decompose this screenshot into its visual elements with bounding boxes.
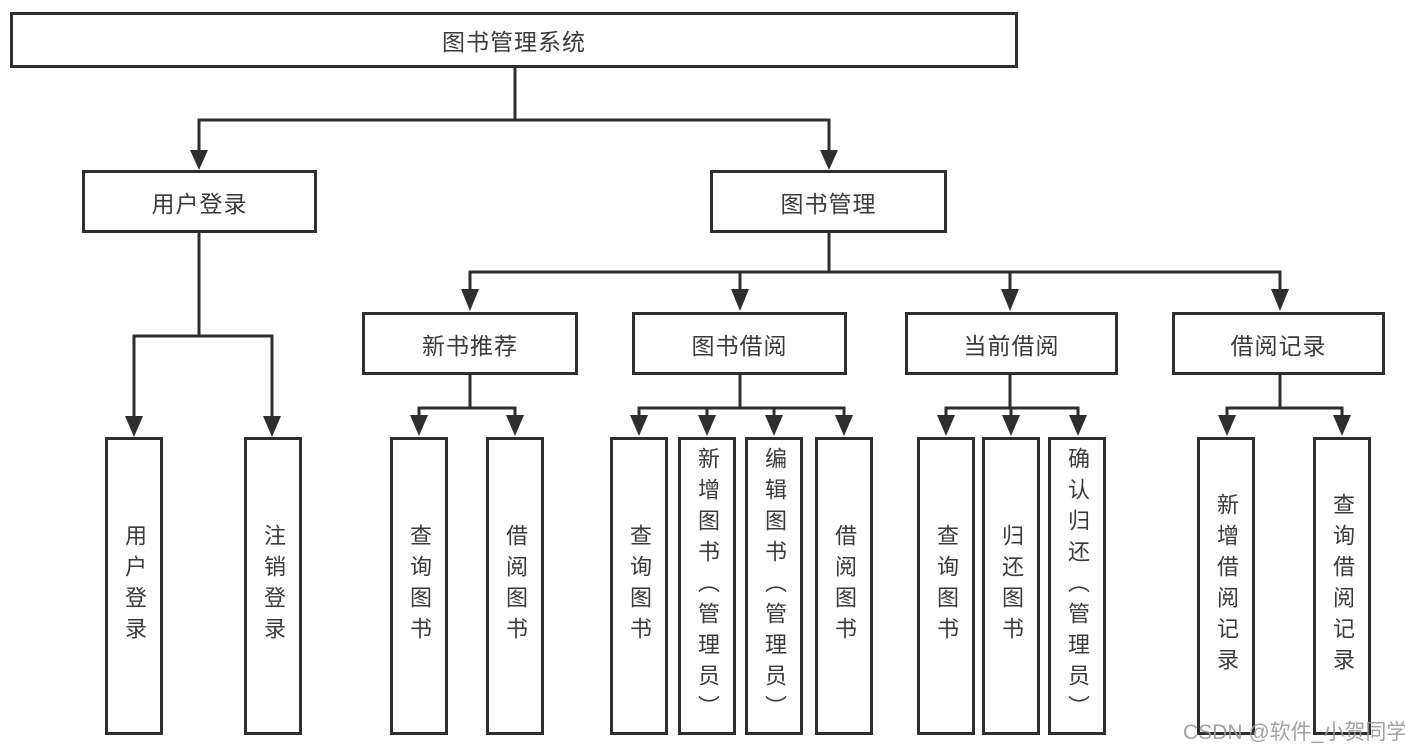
node-label: 借阅图书 xyxy=(503,524,528,648)
node-label: 确认归还（管理员） xyxy=(1065,446,1090,726)
leaf-add-book-admin: 新增图书（管理员） xyxy=(678,437,736,735)
leaf-query-books-recommend: 查询图书 xyxy=(390,437,448,735)
leaf-query-borrow-record: 查询借阅记录 xyxy=(1313,437,1371,735)
leaf-query-books-current: 查询图书 xyxy=(917,437,975,735)
leaf-logout: 注销登录 xyxy=(244,437,302,735)
leaf-confirm-return-admin: 确认归还（管理员） xyxy=(1048,437,1106,735)
node-current-borrowing: 当前借阅 xyxy=(905,312,1118,375)
node-label: 用户登录 xyxy=(151,190,248,217)
leaf-borrow-books-recommend: 借阅图书 xyxy=(486,437,544,735)
node-book-management: 图书管理 xyxy=(710,170,947,233)
node-label: 新书推荐 xyxy=(422,332,518,359)
node-label: 查询图书 xyxy=(934,524,959,648)
node-label: 图书借阅 xyxy=(691,332,788,359)
leaf-edit-book-admin: 编辑图书（管理员） xyxy=(745,437,803,735)
node-label: 借阅图书 xyxy=(832,524,857,648)
node-user-login: 用户登录 xyxy=(82,170,317,233)
node-book-borrowing: 图书借阅 xyxy=(632,312,847,375)
leaf-add-borrow-record: 新增借阅记录 xyxy=(1197,437,1255,735)
node-label: 新增借阅记录 xyxy=(1214,493,1239,679)
node-borrowing-records: 借阅记录 xyxy=(1172,312,1385,375)
leaf-query-books-borrowing: 查询图书 xyxy=(610,437,668,735)
leaf-return-books: 归还图书 xyxy=(982,437,1040,735)
node-label: 查询图书 xyxy=(627,524,652,648)
node-label: 注销登录 xyxy=(261,524,286,648)
node-label: 当前借阅 xyxy=(963,332,1060,359)
node-label: 图书管理 xyxy=(780,190,877,217)
leaf-user-login: 用户登录 xyxy=(105,437,163,735)
csdn-watermark: CSDN @软件_小贺同学 xyxy=(1183,721,1405,744)
node-label: 查询图书 xyxy=(407,524,432,648)
node-label: 查询借阅记录 xyxy=(1330,493,1355,679)
leaf-borrow-books-borrowing: 借阅图书 xyxy=(815,437,873,735)
node-new-book-recommendation: 新书推荐 xyxy=(362,312,578,375)
node-label: 新增图书（管理员） xyxy=(695,446,720,726)
node-label: 归还图书 xyxy=(999,524,1024,648)
node-label: 借阅记录 xyxy=(1230,332,1327,359)
node-label: 用户登录 xyxy=(122,524,147,648)
node-label: 图书管理系统 xyxy=(442,29,586,55)
node-library-management-system: 图书管理系统 xyxy=(10,12,1018,68)
node-label: 编辑图书（管理员） xyxy=(762,446,787,726)
